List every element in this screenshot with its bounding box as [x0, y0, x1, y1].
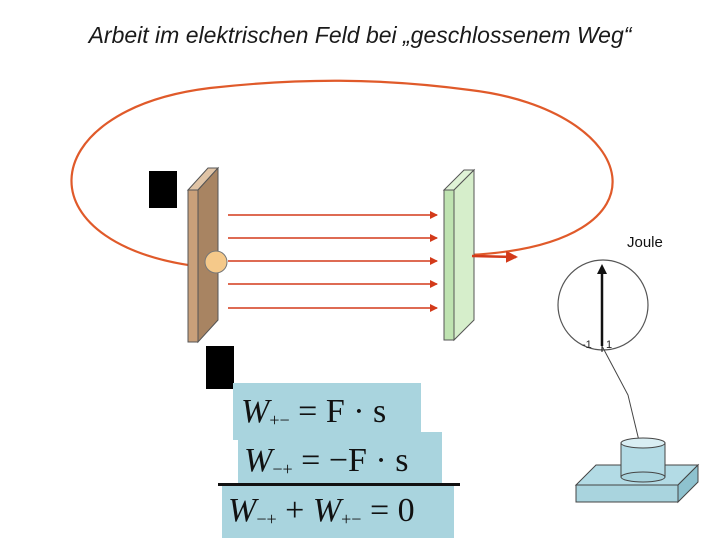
meter-needle-tip	[597, 264, 607, 274]
eq2-rhs: = −F · s	[301, 442, 409, 479]
meter-scale-min: -1	[582, 339, 592, 351]
eq3-a-var: W	[228, 492, 257, 529]
eq3-a-sub: −+	[256, 509, 277, 529]
equation-work-sum: W−+ + W+− = 0	[222, 486, 454, 538]
terminal-bottom	[206, 346, 234, 389]
path-direction-arrow	[471, 250, 518, 263]
eq1-lhs-sub: +−	[269, 410, 290, 430]
page-title: Arbeit im elektrischen Feld bei „geschlo…	[88, 22, 632, 48]
eq1-rhs: = F · s	[298, 393, 387, 430]
closed-path-loop	[70, 79, 614, 270]
eq1-lhs-var: W	[241, 393, 270, 430]
meter-scale-max: 1	[606, 339, 612, 351]
eq3-b-sub: +−	[341, 509, 362, 529]
equation-work-minus-plus: W−+ = −F · s	[238, 432, 442, 484]
terminal-top	[149, 171, 177, 208]
eq3-b-var: W	[312, 492, 342, 529]
meter-wire	[601, 345, 641, 446]
equation-work-plus-minus: W+− = F · s	[233, 383, 421, 440]
faraday-cup	[574, 437, 700, 504]
sum-divider-line	[218, 483, 460, 486]
meter-unit-label: Joule	[627, 234, 663, 251]
negative-plate	[442, 168, 476, 342]
eq2-lhs-var: W	[244, 442, 273, 479]
field-lines	[228, 211, 438, 312]
test-charge	[204, 250, 228, 274]
eq3-rhs: = 0	[361, 492, 415, 529]
eq2-lhs-sub: −+	[272, 459, 293, 479]
eq3-plus: +	[276, 492, 313, 529]
